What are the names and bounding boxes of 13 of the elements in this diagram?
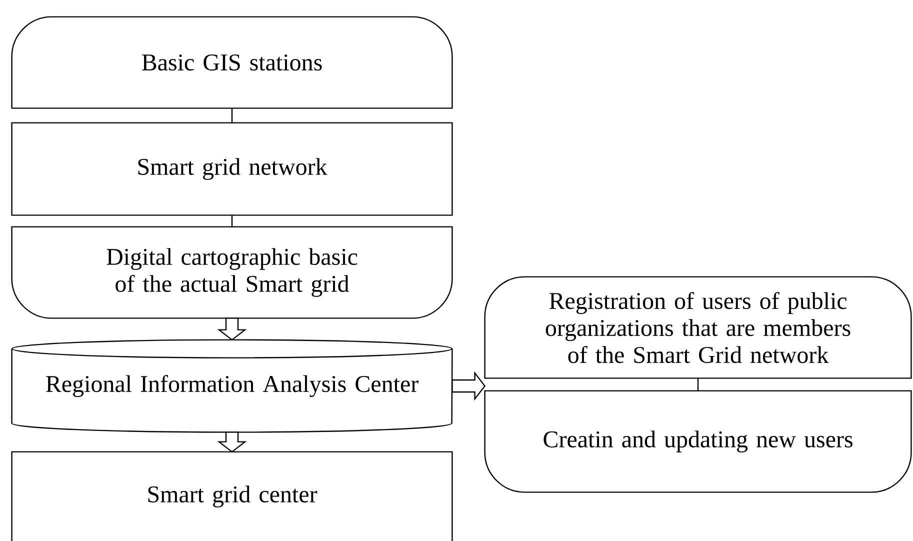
process-box: Smart grid network bbox=[11, 122, 453, 216]
database-cylinder: Regional Information Analysis Center bbox=[11, 339, 453, 433]
block-arrow bbox=[452, 371, 486, 401]
rounded-box: Creatin and updating new users bbox=[484, 390, 912, 493]
connector-line bbox=[231, 215, 233, 227]
connector-line bbox=[697, 378, 699, 391]
rounded-box: Basic GIS stations bbox=[11, 16, 453, 109]
rounded-box: Digital cartographic basic of the actual Smart grid bbox=[11, 226, 453, 319]
block-arrow bbox=[217, 318, 247, 341]
process-box: Smart grid center bbox=[11, 451, 453, 541]
block-arrow bbox=[217, 432, 247, 453]
rounded-box: Registration of users of public organizations that are members of the Smart Grid network bbox=[484, 276, 912, 379]
connector-line bbox=[231, 108, 233, 123]
